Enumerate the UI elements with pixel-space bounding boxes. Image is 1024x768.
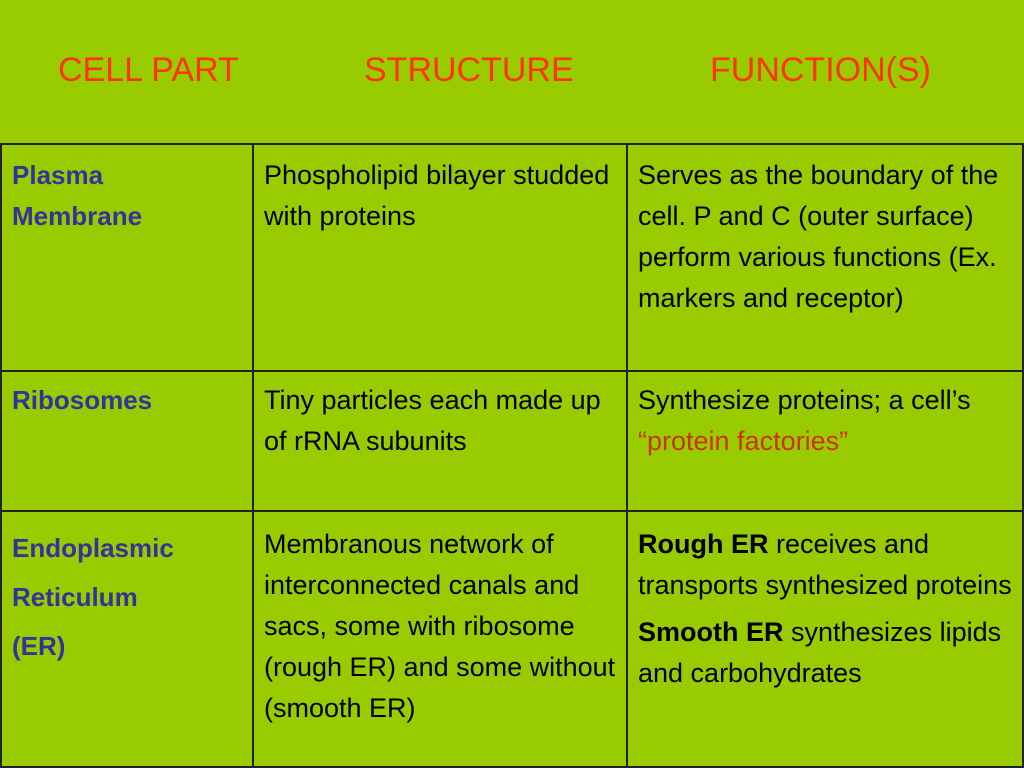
function-paragraph-smooth-er: Smooth ER synthesizes lipids and carbohy… <box>638 612 1012 694</box>
cell-part-name-line: Ribosomes <box>12 385 153 415</box>
table-header: CELL PART STRUCTURE FUNCTION(S) <box>0 48 1024 92</box>
cell-part-name-line: Reticulum <box>12 582 138 612</box>
function-term: Smooth ER <box>638 617 784 647</box>
function-paragraph-rough-er: Rough ER receives and transports synthes… <box>638 524 1012 606</box>
function-cell: Rough ER receives and transports synthes… <box>626 510 1024 768</box>
structure-cell: Tiny particles each made up of rRNA subu… <box>252 370 628 512</box>
function-term: Rough ER <box>638 529 769 559</box>
header-cell-part: CELL PART <box>58 51 239 89</box>
header-functions: FUNCTION(S) <box>710 51 931 89</box>
function-cell: Synthesize proteins; a cell’s “protein f… <box>626 370 1024 512</box>
cell-part-name-line: (ER) <box>12 631 66 661</box>
function-text: synthesizes lipids and carbohydrates <box>638 617 1002 688</box>
cell-part-name-line: Endoplasmic <box>12 533 174 563</box>
function-highlight: “protein factories” <box>638 426 849 456</box>
structure-cell: Phospholipid bilayer studded with protei… <box>252 143 628 372</box>
table-row-endoplasmic-reticulum: Endoplasmic Reticulum (ER) Membranous ne… <box>0 510 1024 768</box>
cell-part-name: Endoplasmic Reticulum (ER) <box>0 510 254 768</box>
cell-parts-table: Plasma Membrane Phospholipid bilayer stu… <box>0 143 1024 768</box>
table-row-ribosomes: Ribosomes Tiny particles each made up of… <box>0 370 1024 512</box>
structure-cell: Membranous network of interconnected can… <box>252 510 628 768</box>
cell-part-name-line: Membrane <box>12 201 143 231</box>
function-text: Synthesize proteins; a cell’s <box>638 385 971 415</box>
function-text: receives and transports synthesized prot… <box>638 529 1012 600</box>
cell-part-name-line: Plasma <box>12 160 104 190</box>
cell-part-name: Ribosomes <box>0 370 254 512</box>
table-row-plasma-membrane: Plasma Membrane Phospholipid bilayer stu… <box>0 143 1024 372</box>
cell-part-name: Plasma Membrane <box>0 143 254 372</box>
function-cell: Serves as the boundary of the cell. P an… <box>626 143 1024 372</box>
header-structure: STRUCTURE <box>364 51 574 89</box>
